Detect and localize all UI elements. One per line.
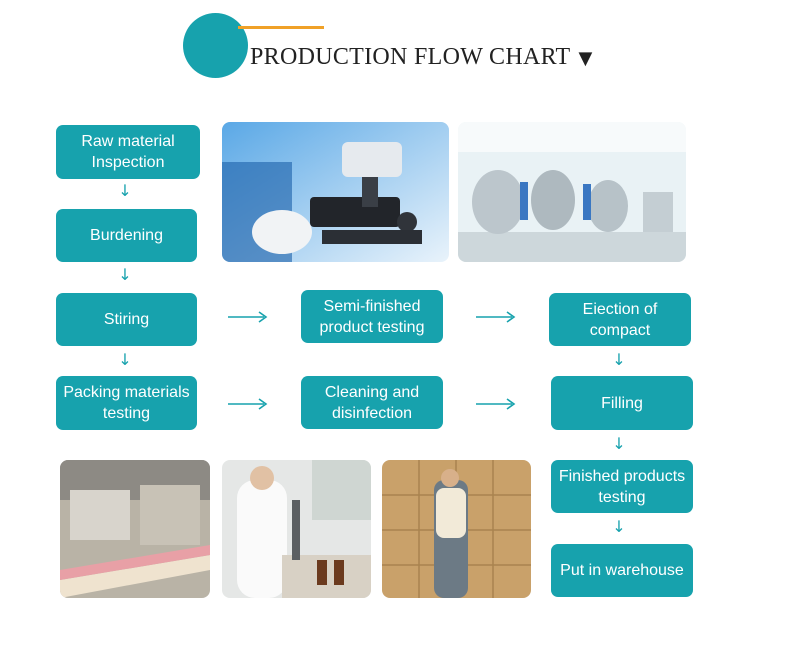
step-ejection-of-compact: Eiection of compact	[549, 293, 691, 346]
microscope-photo	[222, 122, 449, 262]
arrow-right-icon	[474, 396, 518, 412]
arrow-right-icon	[474, 309, 518, 325]
page-title: PRODUCTION FLOW CHART ▼	[250, 44, 593, 71]
lab-worker-photo	[222, 460, 371, 598]
step-put-in-warehouse: Put in warehouse	[551, 544, 693, 597]
step-cleaning-and-disinfection: Cleaning and disinfection	[301, 376, 443, 429]
warehouse-boxes-photo	[382, 460, 531, 598]
step-finished-products-testing: Finished products testing	[551, 460, 693, 513]
header-circle-decoration	[183, 13, 248, 78]
arrow-down-icon: ↓	[611, 350, 627, 370]
factory-tanks-photo	[458, 122, 686, 262]
step-stiring: Stiring	[56, 293, 197, 346]
step-filling: Filling	[551, 376, 693, 430]
step-raw-material-inspection: Raw material Inspection	[56, 125, 200, 179]
header-accent-line	[238, 26, 324, 29]
step-burdening: Burdening	[56, 209, 197, 262]
arrow-down-icon: ↓	[611, 517, 627, 537]
arrow-down-icon: ↓	[117, 265, 133, 285]
arrow-right-icon	[226, 396, 270, 412]
packing-line-photo	[60, 460, 210, 598]
step-packing-materials-testing: Packing materials testing	[56, 376, 197, 430]
arrow-down-icon: ↓	[117, 181, 133, 201]
arrow-right-icon	[226, 309, 270, 325]
page-title-text: PRODUCTION FLOW CHART	[250, 44, 570, 70]
triangle-down-icon: ▼	[578, 48, 592, 69]
step-semi-finished-product-testing: Semi-finished product testing	[301, 290, 443, 343]
arrow-down-icon: ↓	[117, 350, 133, 370]
arrow-down-icon: ↓	[611, 434, 627, 454]
